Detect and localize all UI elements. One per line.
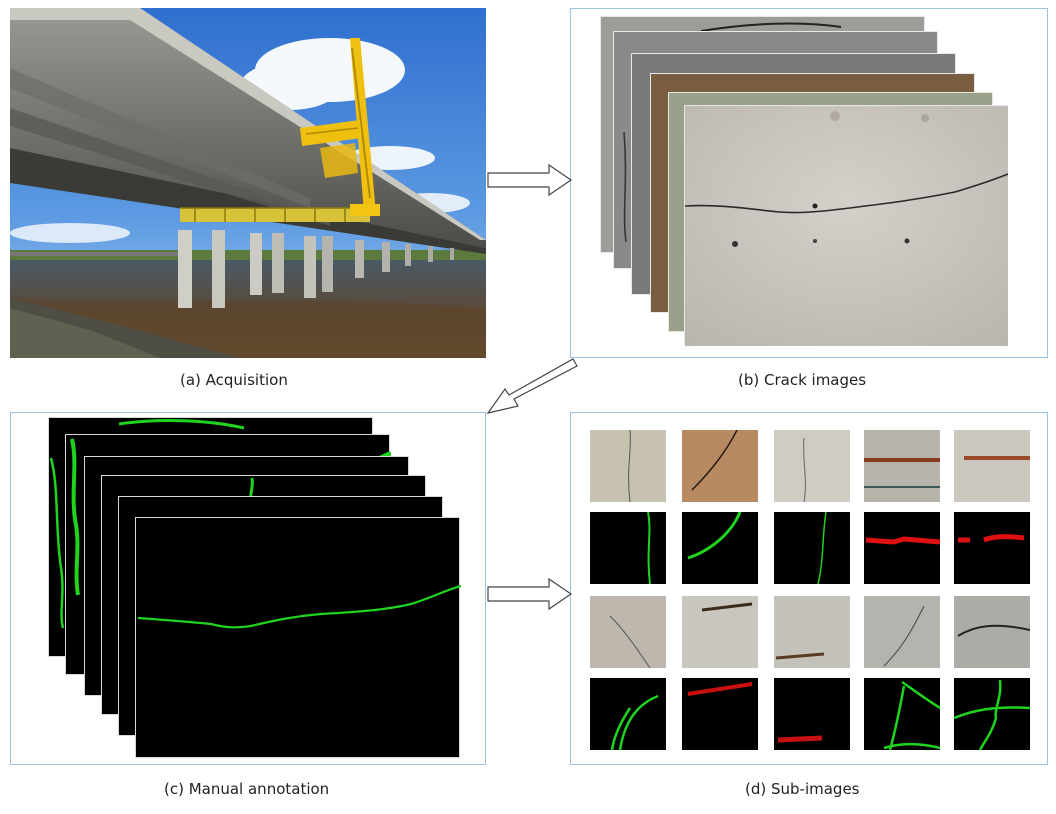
acquisition-photo [10,8,486,358]
sub-image-mask [864,512,940,584]
sub-image-photo [864,430,940,502]
sub-image-photo [590,430,666,502]
caption-sub-images: (d) Sub-images [745,780,860,798]
crack-image-card-front [684,105,1008,346]
sub-image-mask [954,678,1030,750]
caption-crack-images: (b) Crack images [738,371,867,389]
caption-acquisition: (a) Acquisition [180,371,288,389]
sub-image-photo [682,596,758,668]
sub-image-photo [774,430,850,502]
sub-image-photo [774,596,850,668]
sub-image-photo [954,430,1030,502]
hollow-arrow-right-icon [487,164,573,196]
sub-image-mask [590,678,666,750]
sub-image-photo [954,596,1030,668]
sub-image-mask [590,512,666,584]
annotation-mask-card-front [135,517,461,758]
sub-image-mask [682,512,758,584]
sub-image-mask [774,512,850,584]
hollow-arrow-down-left-icon [486,356,578,418]
sub-image-mask [682,678,758,750]
sub-image-photo [590,596,666,668]
sub-image-photo [682,430,758,502]
sub-image-mask [954,512,1030,584]
sub-image-mask [864,678,940,750]
caption-manual-annotation: (c) Manual annotation [164,780,330,798]
sub-image-photo [864,596,940,668]
hollow-arrow-right-icon [487,578,573,610]
sub-image-mask [774,678,850,750]
